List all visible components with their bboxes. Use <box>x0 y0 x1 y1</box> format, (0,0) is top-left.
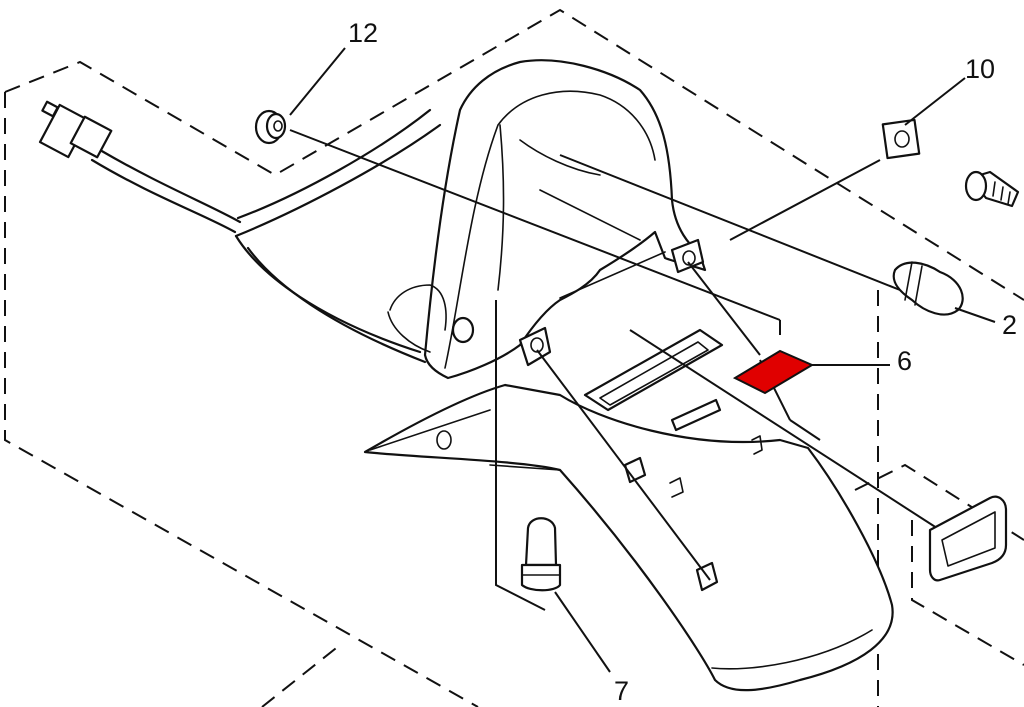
license-bulb-part-7 <box>520 517 562 592</box>
harness-connector <box>38 100 113 159</box>
wiring-harness <box>90 108 442 364</box>
callout-leaders <box>289 47 996 673</box>
rear-fender <box>363 383 894 692</box>
callout-6: 6 <box>897 346 912 376</box>
nut-clip-part-10 <box>881 118 921 160</box>
nut-part-12 <box>254 109 287 145</box>
tail-bulb-part-2 <box>892 261 964 316</box>
plate-light-frame <box>583 328 763 592</box>
screw <box>964 170 1020 208</box>
callout-12: 12 <box>348 18 378 48</box>
tail-light-housing <box>387 59 707 380</box>
callout-10: 10 <box>965 54 995 84</box>
reflector-lens <box>928 495 1008 582</box>
callout-2: 2 <box>1002 310 1017 340</box>
reference-lines <box>289 129 941 611</box>
callout-7: 7 <box>614 676 629 706</box>
highlighted-part-6 <box>732 349 815 395</box>
